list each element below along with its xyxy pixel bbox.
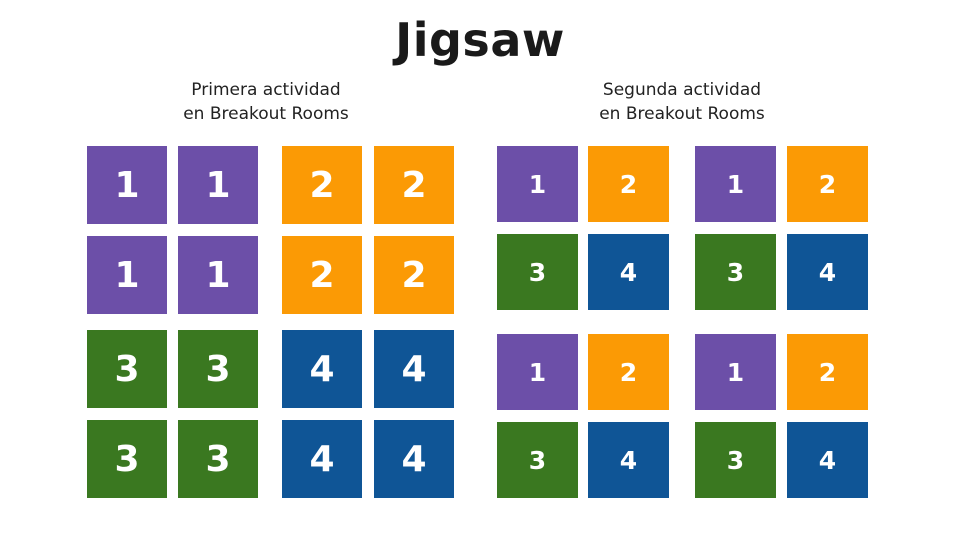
first-activity-tile-group-4: 4	[374, 330, 454, 408]
first-activity-tile-group-4: 4	[374, 420, 454, 498]
second-activity-tile-group-4: 4	[787, 422, 868, 498]
first-activity-tile-group-1: 1	[178, 146, 258, 224]
second-activity-tile-group-1: 1	[695, 334, 776, 410]
first-activity-tile-group-3: 3	[178, 330, 258, 408]
first-activity-tile-group-2: 2	[282, 146, 362, 224]
second-activity-tile-group-2: 2	[787, 334, 868, 410]
first-activity-heading-line1: Primera actividad	[191, 80, 341, 100]
second-activity-tile-group-4: 4	[588, 422, 669, 498]
second-activity-tile-group-2: 2	[588, 334, 669, 410]
first-activity-tile-group-4: 4	[282, 420, 362, 498]
second-activity-tile-group-1: 1	[497, 146, 578, 222]
first-activity-tile-group-2: 2	[282, 236, 362, 314]
first-activity-tile-group-3: 3	[178, 420, 258, 498]
first-activity-tile-group-1: 1	[87, 146, 167, 224]
second-activity-tile-group-2: 2	[787, 146, 868, 222]
first-activity-tile-group-1: 1	[87, 236, 167, 314]
first-activity-tile-group-1: 1	[178, 236, 258, 314]
second-activity-tile-group-4: 4	[787, 234, 868, 310]
second-activity-tile-group-2: 2	[588, 146, 669, 222]
first-activity-heading: Primera actividad en Breakout Rooms	[116, 78, 416, 126]
second-activity-tile-group-3: 3	[695, 422, 776, 498]
first-activity-heading-line2: en Breakout Rooms	[183, 104, 349, 124]
second-activity-tile-group-1: 1	[497, 334, 578, 410]
first-activity-tile-group-3: 3	[87, 420, 167, 498]
second-activity-heading: Segunda actividad en Breakout Rooms	[532, 78, 832, 126]
second-activity-tile-group-1: 1	[695, 146, 776, 222]
second-activity-tile-group-3: 3	[497, 234, 578, 310]
second-activity-tile-group-4: 4	[588, 234, 669, 310]
second-activity-heading-line1: Segunda actividad	[602, 80, 762, 100]
second-activity-tile-group-3: 3	[695, 234, 776, 310]
first-activity-tile-group-3: 3	[87, 330, 167, 408]
page-title: Jigsaw	[395, 13, 565, 67]
second-activity-tile-group-3: 3	[497, 422, 578, 498]
first-activity-tile-group-2: 2	[374, 236, 454, 314]
second-activity-heading-line2: en Breakout Rooms	[599, 104, 765, 124]
first-activity-tile-group-2: 2	[374, 146, 454, 224]
first-activity-tile-group-4: 4	[282, 330, 362, 408]
